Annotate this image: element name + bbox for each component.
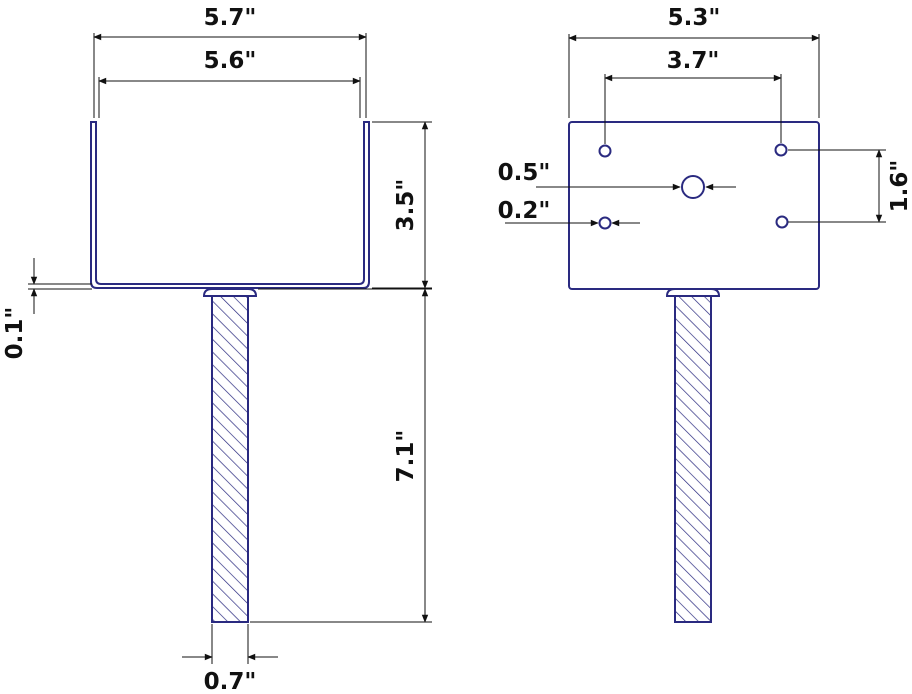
dim-hole-spacing-label: 3.7" (667, 48, 720, 74)
dim-height-label: 3.5" (393, 179, 419, 232)
hole-top-right (774, 143, 788, 157)
dim-outer-width-label: 5.7" (204, 5, 257, 31)
dim-rod-length-label: 7.1" (393, 430, 419, 483)
front-bracket (90, 121, 370, 289)
hole-top-left (598, 144, 612, 158)
hole-bottom-right (775, 215, 789, 229)
dim-small-hole-label: 0.2" (498, 198, 551, 224)
dim-outer-width: 5.7" (93, 5, 367, 118)
dim-plate-width-label: 5.3" (668, 5, 721, 31)
front-rod (211, 295, 249, 623)
dim-thickness: 0.1" (2, 258, 92, 359)
dim-plate-width: 5.3" (568, 5, 820, 118)
side-view: 5.3" 3.7" 0.5" 0.2" 1.6" (498, 5, 912, 623)
dim-height: 3.5" (372, 121, 432, 289)
dim-inner-width-label: 5.6" (204, 48, 257, 74)
dim-large-hole: 0.5" (498, 160, 736, 191)
dim-vertical-spacing: 1.6" (788, 149, 912, 223)
dim-inner-width: 5.6" (98, 48, 361, 118)
dim-small-hole: 0.2" (498, 198, 640, 227)
front-weld (202, 288, 258, 297)
side-weld (665, 288, 721, 297)
dim-large-hole-label: 0.5" (498, 160, 551, 186)
hole-center-large (681, 175, 705, 199)
front-view: 5.7" 5.6" 3.5" 0.1" 7 (2, 5, 432, 694)
dim-vertical-spacing-label: 1.6" (887, 160, 912, 213)
dim-hole-spacing: 3.7" (604, 48, 782, 144)
dim-rod-width: 0.7" (182, 624, 278, 694)
side-rod (674, 295, 712, 623)
dim-rod-width-label: 0.7" (204, 669, 257, 694)
dim-rod-length: 7.1" (250, 288, 432, 623)
dim-thickness-label: 0.1" (2, 307, 28, 360)
hole-bottom-left (598, 216, 612, 230)
side-plate (568, 121, 820, 290)
